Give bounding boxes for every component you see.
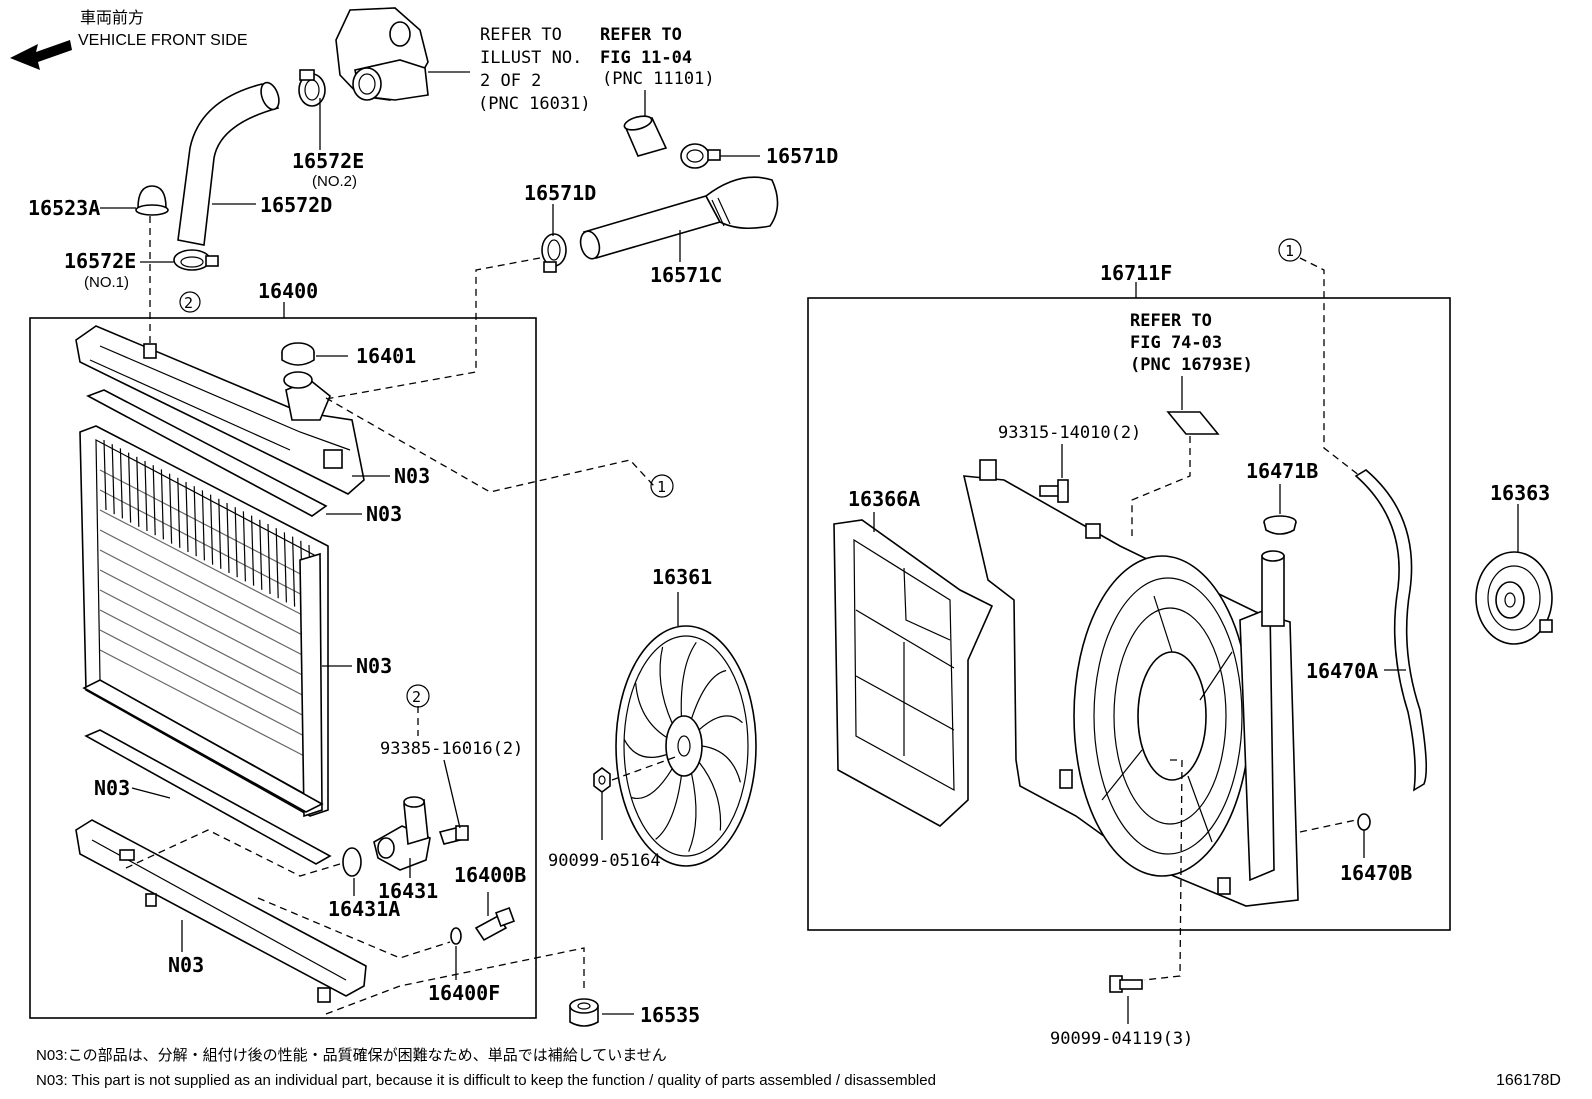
label-16571C: 16571C [650,263,722,287]
label-93385: 93385-16016(2) [380,739,523,759]
fan-shroud-assembly-box [807,297,1451,931]
circle-mark-2-top: 2 [179,291,201,313]
direction-label-en: VEHICLE FRONT SIDE [78,32,248,49]
reservoir-hose-16470A-part [1354,469,1428,792]
fan-16361-part [615,625,757,867]
label-n03-b: N03 [366,502,402,526]
label-16572D: 16572D [260,193,332,217]
upper-hose-16572D-part [177,81,280,246]
svg-text:(PNC 16031): (PNC 16031) [478,94,591,114]
label-16523A: 16523A [28,196,100,220]
lower-seal-part [84,729,332,865]
svg-text:2: 2 [412,688,421,706]
label-16572E-no2: 16572E [292,149,364,173]
fan-shroud-part [962,459,1299,907]
svg-text:(PNC 16793E): (PNC 16793E) [1130,355,1253,375]
svg-text:2 OF 2: 2 OF 2 [480,71,541,91]
label-n03-c: N03 [356,654,392,678]
label-16572E-no1-sub: (NO.1) [84,274,129,291]
note-en: N03: This part is not supplied as an ind… [36,1072,936,1089]
bolt-93315-part [1039,479,1069,503]
vehicle-front-arrow-icon [10,40,72,70]
drain-cap-16523A-part [135,185,169,216]
fan-motor-16363-part [1475,551,1553,645]
radiator-cap-16401-part [281,342,315,366]
drain-plug-16400B-part [474,907,515,942]
clamp-16571D-top-part [680,143,721,169]
svg-text:FIG 74-03: FIG 74-03 [1130,333,1222,353]
label-93315: 93315-14010(2) [998,423,1141,443]
bolt-90099-04119-part [1109,975,1143,993]
label-90099-05164: 90099-05164 [548,851,661,871]
label-16363: 16363 [1490,481,1550,505]
water-outlet-part [335,7,470,101]
label-16471B: 16471B [1246,459,1318,483]
radiator-assembly-box [29,317,537,1019]
circle-mark-2-bottom: 2 [406,684,430,708]
direction-label-jp: 車両前方 [80,9,144,27]
label-16366A: 16366A [848,487,920,511]
label-16361: 16361 [652,565,712,589]
label-n03-e: N03 [168,953,204,977]
label-16401: 16401 [356,344,416,368]
label-16572E-no1: 16572E [64,249,136,273]
clip-16470B-part [1357,813,1371,831]
circle-mark-1-left: 1 [650,474,674,498]
refer-illust-text: REFER TO ILLUST NO. 2 OF 2 (PNC 16031) [478,25,591,114]
svg-text:1: 1 [1285,242,1294,260]
label-16400B: 16400B [454,863,526,887]
reservoir-cap-16471B-part [1263,515,1297,535]
refer-fig-11-04-text: REFER TO FIG 11-04 (PNC 11101) [600,25,715,89]
label-16470A: 16470A [1306,659,1378,683]
svg-text:FIG 11-04: FIG 11-04 [600,48,692,68]
refer-fig-74-03-text: REFER TO FIG 74-03 (PNC 16793E) [1130,311,1253,375]
svg-text:REFER TO: REFER TO [480,25,562,45]
cushion-16535-part [569,998,599,1027]
nut-90099-05164-part [593,767,611,793]
label-16571D-mid: 16571D [524,181,596,205]
label-16400: 16400 [258,279,318,303]
svg-text:(PNC 11101): (PNC 11101) [602,69,715,89]
upper-tank-part [75,325,365,495]
clamp-16572E-no1-part [173,249,219,271]
note-jp: N03:この部品は、分解・組付け後の性能・品質確保が困難なため、単品では補給して… [36,1046,667,1064]
air-guide-16366A-part [833,519,994,827]
svg-text:2: 2 [184,294,193,312]
label-16400F: 16400F [428,981,500,1005]
circle-mark-1-right: 1 [1278,238,1302,262]
label-16572E-no2-sub: (NO.2) [312,173,357,190]
label-n03-d: N03 [94,776,130,800]
bolt-93385-part [438,825,469,845]
svg-text:REFER TO: REFER TO [600,25,682,45]
clamp-16571D-mid-part [541,233,567,273]
label-16470B: 16470B [1340,861,1412,885]
svg-text:1: 1 [657,478,666,496]
figure-id: 166178D [1496,1072,1561,1089]
lower-hose-16571C-part [579,176,779,260]
lower-tank-part [75,819,367,1003]
label-16431A: 16431A [328,897,400,921]
label-sticker-part [1166,411,1220,435]
clamp-16572E-no2-part [298,69,326,107]
label-16711F: 16711F [1100,261,1172,285]
drain-cock-16431-part [373,796,431,871]
radiator-core-part [79,425,329,818]
upper-seal-part [86,389,328,517]
pipe-part [623,115,668,157]
label-16571D-top: 16571D [766,144,838,168]
o-ring-16431A-part [342,847,362,877]
label-90099-04119: 90099-04119(3) [1050,1029,1193,1049]
label-16535: 16535 [640,1003,700,1027]
svg-text:ILLUST NO.: ILLUST NO. [480,48,582,68]
label-n03-a: N03 [394,464,430,488]
svg-text:REFER TO: REFER TO [1130,311,1212,331]
label-16431: 16431 [378,879,438,903]
o-ring-16400F-part [450,927,462,945]
